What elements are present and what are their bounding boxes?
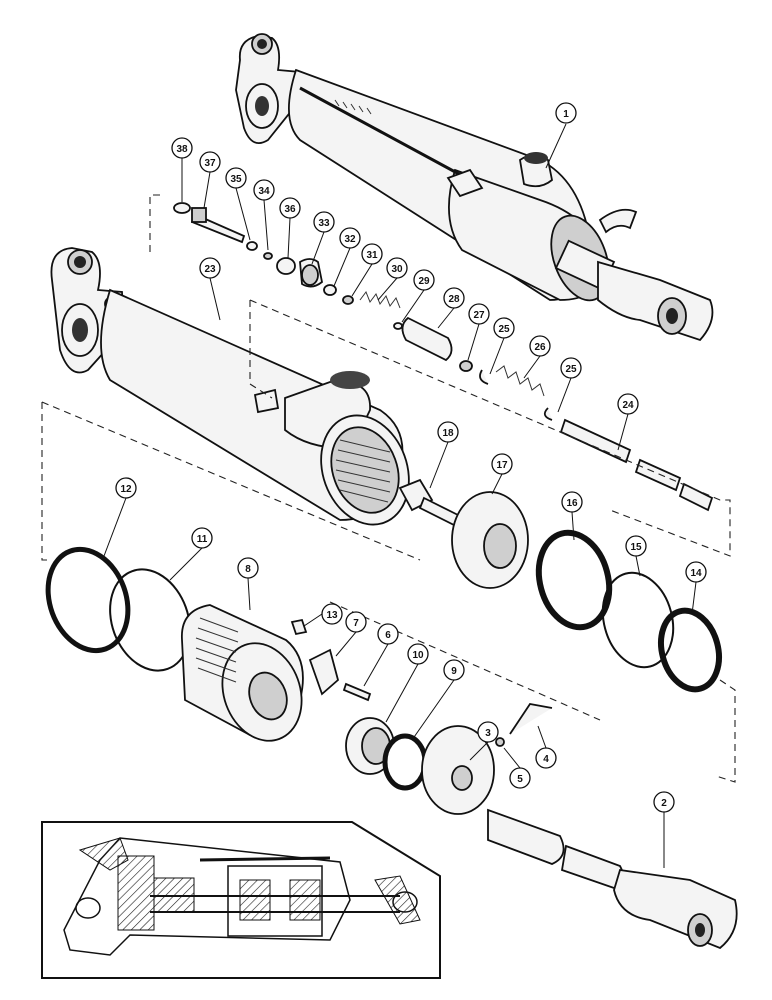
callout-label: 25: [498, 324, 510, 335]
callout-1: 1: [555, 102, 577, 124]
callout-7: 7: [345, 611, 367, 633]
callout-28: 28: [443, 287, 465, 309]
assembled-cylinder: [235, 33, 714, 342]
callout-26: 26: [529, 335, 551, 357]
callout-25b: 25: [560, 357, 582, 379]
callout-label: 2: [661, 798, 667, 809]
callout-label: 24: [622, 400, 634, 411]
callout-10: 10: [407, 643, 429, 665]
callout-34: 34: [253, 179, 275, 201]
callout-label: 26: [534, 342, 546, 353]
callout-label: 33: [318, 218, 330, 229]
callout-13: 13: [321, 603, 343, 625]
callout-label: 28: [448, 294, 460, 305]
callout-label: 4: [543, 754, 549, 765]
callout-6: 6: [377, 623, 399, 645]
callout-16: 16: [561, 491, 583, 513]
callout-35: 35: [225, 167, 247, 189]
callout-18: 18: [437, 421, 459, 443]
callout-label: 9: [451, 666, 457, 677]
callout-label: 37: [204, 158, 216, 169]
callout-label: 11: [197, 534, 208, 545]
callout-2: 2: [653, 791, 675, 813]
callout-label: 16: [566, 498, 578, 509]
callout-label: 34: [258, 186, 270, 197]
callout-label: 23: [204, 264, 216, 275]
callout-3: 3: [477, 721, 499, 743]
callout-label: 25: [565, 364, 577, 375]
callout-label: 38: [176, 144, 188, 155]
small-parts: [173, 202, 714, 512]
callout-29: 29: [413, 269, 435, 291]
callout-24: 24: [617, 393, 639, 415]
cross-section-inset: [41, 821, 441, 979]
callout-15: 15: [625, 535, 647, 557]
callout-12: 12: [115, 477, 137, 499]
callout-32: 32: [339, 227, 361, 249]
callout-label: 32: [344, 234, 356, 245]
callout-36: 36: [279, 197, 301, 219]
callout-33: 33: [313, 211, 335, 233]
callout-label: 15: [630, 542, 642, 553]
callout-label: 29: [418, 276, 430, 287]
callout-label: 12: [120, 484, 132, 495]
callout-25a: 25: [493, 317, 515, 339]
dashed-guides: [41, 194, 736, 783]
callout-17: 17: [491, 453, 513, 475]
callout-label: 18: [442, 428, 454, 439]
callout-label: 5: [517, 774, 523, 785]
callout-label: 1: [563, 109, 569, 120]
callout-31: 31: [361, 243, 383, 265]
callout-9: 9: [443, 659, 465, 681]
callout-label: 36: [284, 204, 296, 215]
callout-label: 7: [353, 618, 359, 629]
barrel: [50, 247, 410, 526]
callout-label: 17: [496, 460, 508, 471]
callout-37: 37: [199, 151, 221, 173]
callout-30: 30: [386, 257, 408, 279]
lower-parts: [45, 478, 738, 950]
callout-label: 3: [485, 728, 491, 739]
callout-11: 11: [191, 527, 213, 549]
callout-23: 23: [199, 257, 221, 279]
callout-label: 6: [385, 630, 391, 641]
callout-8: 8: [237, 557, 259, 579]
callout-14: 14: [685, 561, 707, 583]
callout-label: 27: [473, 310, 485, 321]
callout-label: 31: [366, 250, 378, 261]
callout-label: 13: [326, 610, 338, 621]
callout-label: 30: [391, 264, 403, 275]
callout-label: 14: [690, 568, 702, 579]
leader-lines: [103, 123, 697, 868]
callout-27: 27: [468, 303, 490, 325]
callout-5: 5: [509, 767, 531, 789]
callout-label: 10: [412, 650, 424, 661]
callout-label: 8: [245, 564, 251, 575]
callout-4: 4: [535, 747, 557, 769]
callout-38: 38: [171, 137, 193, 159]
callout-label: 35: [230, 174, 242, 185]
